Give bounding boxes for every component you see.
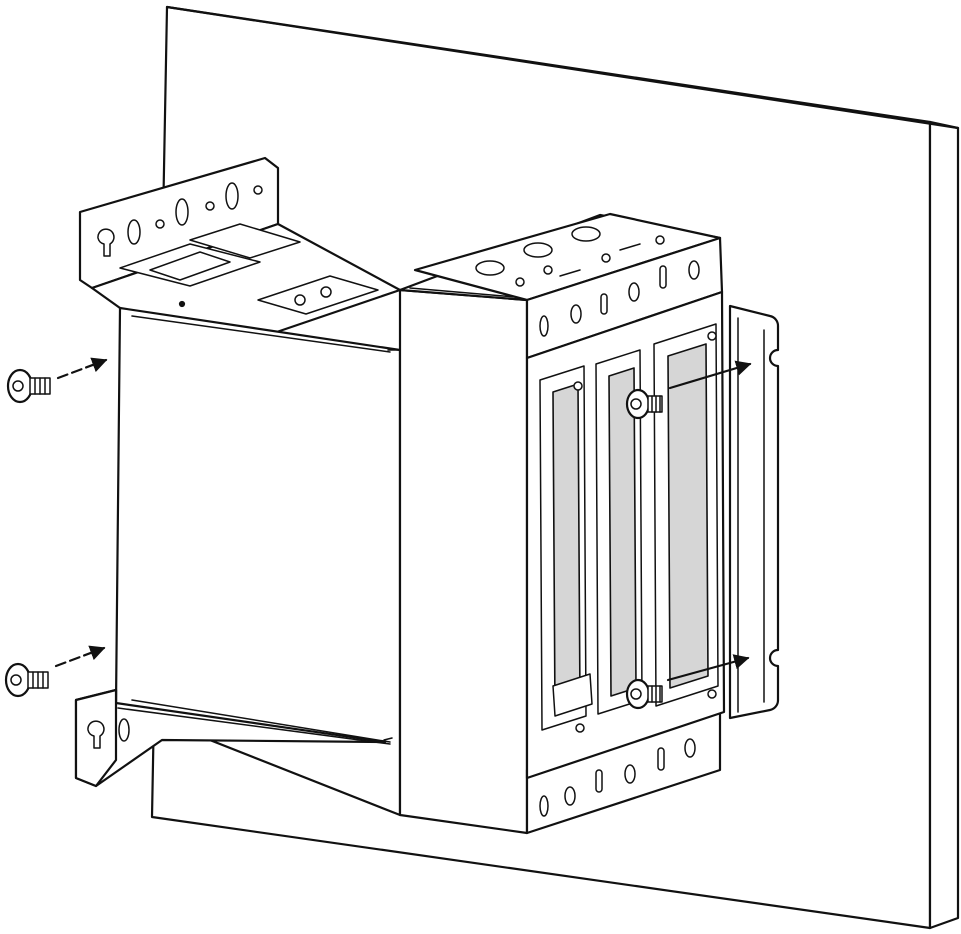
screw-icon (6, 368, 51, 404)
arrow-icon (666, 654, 750, 682)
arrow-icon (668, 360, 752, 390)
plate-screw-bottom (625, 678, 663, 710)
bottom-rear-bracket (74, 688, 391, 788)
plate-screw-top (625, 388, 663, 420)
cover-plate (728, 304, 780, 720)
arrow-icon (54, 645, 106, 668)
box-front-plate (525, 290, 726, 780)
screw-icon (4, 662, 49, 698)
arrow-icon (56, 357, 108, 380)
top-front-bracket (413, 212, 724, 360)
